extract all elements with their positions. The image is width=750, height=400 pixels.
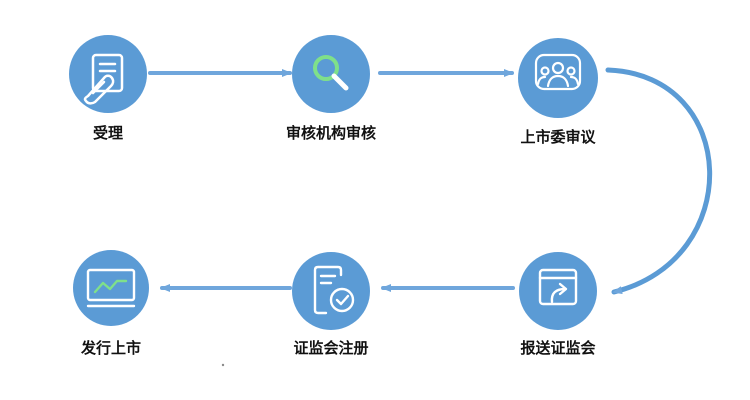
step-1-label: 受理	[93, 124, 123, 142]
step-3: 上市委审议	[518, 38, 598, 146]
upload-window-icon	[538, 268, 578, 306]
step-5-circle	[292, 252, 370, 330]
step-6: 发行上市	[73, 250, 149, 357]
step-2-label: 审核机构审核	[286, 124, 376, 142]
step-5-label: 证监会注册	[293, 339, 368, 357]
document-pen-icon	[83, 53, 124, 105]
arrow-step3-to-step4	[605, 67, 713, 295]
step-4-label: 报送证监会	[520, 339, 595, 357]
step-1-circle	[69, 35, 147, 113]
flow-connectors	[148, 67, 713, 295]
step-3-circle	[518, 38, 598, 118]
step-1: 受理	[69, 35, 147, 142]
document-check-icon	[313, 265, 355, 315]
step-4: 报送证监会	[519, 252, 597, 357]
group-icon	[534, 53, 582, 91]
step-6-label: 发行上市	[80, 339, 141, 357]
line-chart-icon	[86, 268, 136, 308]
step-5: 证监会注册	[292, 252, 370, 357]
step-2-circle	[292, 35, 370, 113]
step-2: 审核机构审核	[286, 35, 376, 142]
small-dot	[221, 363, 225, 367]
search-icon	[313, 55, 349, 91]
step-3-label: 上市委审议	[520, 128, 596, 146]
